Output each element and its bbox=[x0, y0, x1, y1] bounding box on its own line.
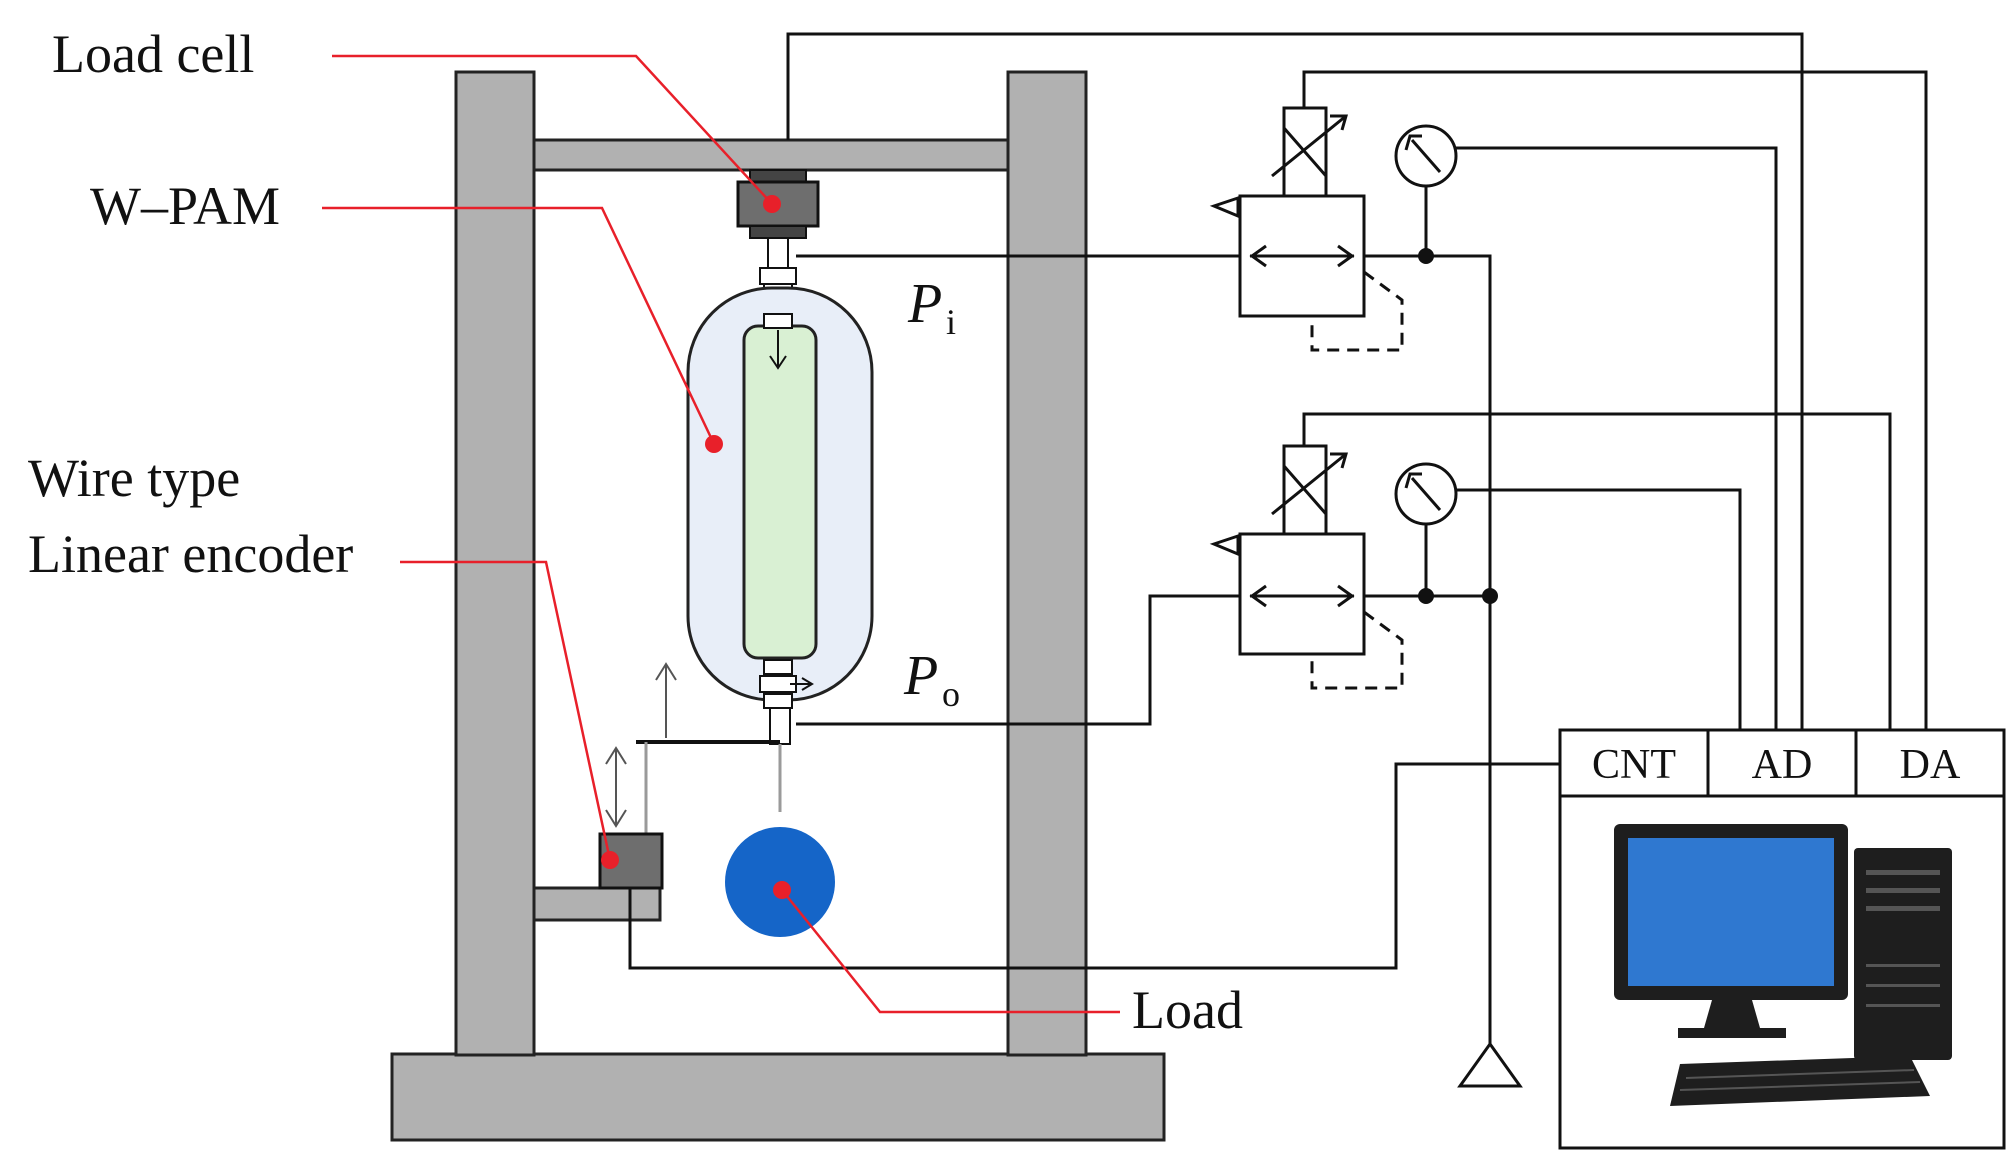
wiring bbox=[628, 32, 1928, 1088]
io-port-da-cell bbox=[1854, 728, 2006, 798]
io-port-ad-label: AD bbox=[1752, 742, 1813, 788]
label-po-subscript: o bbox=[942, 674, 960, 714]
label-pi-subscript: i bbox=[946, 302, 956, 342]
labels: Load cell W–PAM Wire type Linear encoder… bbox=[28, 24, 1243, 1040]
ground-triangle-icon bbox=[1457, 1041, 1523, 1088]
frame-base bbox=[390, 1052, 1166, 1142]
frame-right-post bbox=[1006, 70, 1088, 1057]
io-port-cnt-label: CNT bbox=[1592, 742, 1676, 788]
label-w-pam: W–PAM bbox=[90, 176, 280, 236]
frame-top-beam bbox=[532, 138, 1010, 172]
io-port-cnt-cell bbox=[1558, 728, 1710, 798]
encoder-wire-assembly bbox=[605, 662, 782, 836]
inner-muscle bbox=[742, 324, 818, 660]
pc-controller: CNT AD DA bbox=[1558, 728, 2006, 1150]
lower-valve-group bbox=[1209, 444, 1458, 690]
frame-left-post bbox=[454, 70, 536, 1057]
label-linear-encoder: Linear encoder bbox=[28, 524, 353, 584]
io-port-da-label: DA bbox=[1900, 742, 1961, 788]
lower-valve-body bbox=[1238, 532, 1366, 656]
w-pam bbox=[686, 286, 874, 745]
io-port-ad-cell bbox=[1706, 728, 1858, 798]
label-load-cell: Load cell bbox=[52, 24, 254, 84]
leader-lines bbox=[322, 54, 1120, 1014]
desktop-computer-icon bbox=[1614, 824, 1952, 1106]
upper-valve-group bbox=[1209, 106, 1458, 352]
test-frame bbox=[390, 70, 1166, 1142]
label-po: P bbox=[903, 645, 938, 707]
label-wire-type: Wire type bbox=[28, 448, 240, 508]
label-pi: P bbox=[907, 273, 942, 335]
encoder-bracket bbox=[532, 886, 662, 922]
label-load: Load bbox=[1132, 980, 1243, 1040]
